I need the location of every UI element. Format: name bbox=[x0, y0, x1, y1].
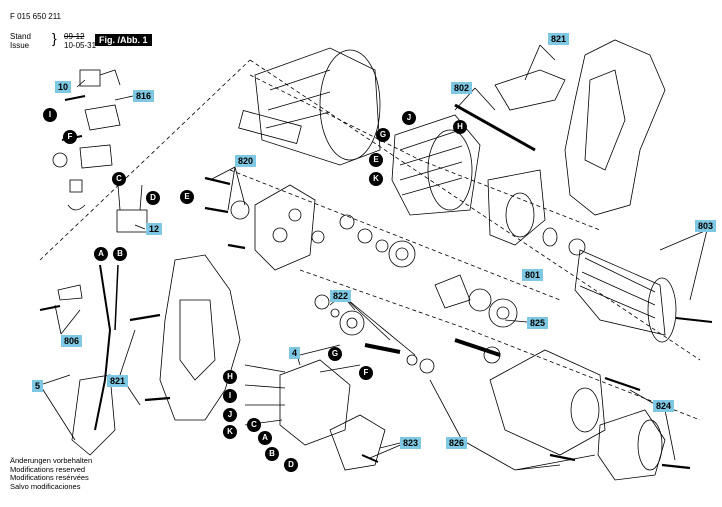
stand-value: 09-12 bbox=[64, 32, 85, 41]
gear-housing-drawing bbox=[489, 349, 641, 462]
marker-c: C bbox=[112, 172, 126, 186]
marker-d-2: D bbox=[284, 458, 298, 472]
marker-c-2: C bbox=[247, 418, 261, 432]
marker-g-2: G bbox=[328, 347, 342, 361]
marker-a-2: A bbox=[258, 431, 272, 445]
tag-802: 802 bbox=[451, 82, 473, 94]
marker-g: G bbox=[376, 128, 390, 142]
marker-i: I bbox=[43, 108, 57, 122]
chuck-drawing bbox=[597, 409, 691, 481]
marker-e-2: E bbox=[369, 153, 383, 167]
tag-803: 803 bbox=[695, 220, 717, 232]
marker-j: J bbox=[402, 111, 416, 125]
armature-drawing bbox=[568, 238, 713, 343]
marker-a: A bbox=[94, 247, 108, 261]
footer-line-es: Salvo modificaciones bbox=[10, 481, 81, 491]
issue-label: Issue bbox=[10, 41, 30, 50]
tag-816: 816 bbox=[133, 90, 155, 102]
tag-806: 806 bbox=[61, 335, 83, 347]
part-number: F 015 650 211 bbox=[10, 12, 62, 21]
tag-824: 824 bbox=[653, 400, 675, 412]
handle-right-drawing bbox=[494, 39, 666, 216]
brace-glyph: } bbox=[52, 30, 57, 46]
issue-value: 10-05-31 bbox=[64, 41, 97, 50]
marker-k-2: K bbox=[223, 425, 237, 439]
tag-820: 820 bbox=[235, 155, 257, 167]
footer-notes: Änderungen vorbehalten Modifications res… bbox=[10, 456, 93, 491]
handle-left-drawing bbox=[129, 254, 241, 421]
tag-821-right: 821 bbox=[548, 33, 570, 45]
footer-line-en: Modifications reserved bbox=[10, 464, 86, 474]
tag-5: 5 bbox=[32, 380, 44, 392]
marker-j-2: J bbox=[223, 408, 237, 422]
marker-e: E bbox=[180, 190, 194, 204]
stand-label: Stand bbox=[10, 32, 31, 41]
marker-k: K bbox=[369, 172, 383, 186]
tag-12: 12 bbox=[146, 223, 163, 235]
tag-822: 822 bbox=[330, 290, 352, 302]
footer-line-fr: Modifications resérvées bbox=[10, 473, 89, 482]
marker-f-2: F bbox=[359, 366, 373, 380]
field-coil-drawing bbox=[391, 114, 481, 216]
footer-line-de: Änderungen vorbehalten bbox=[10, 456, 93, 465]
marker-f: F bbox=[63, 130, 77, 144]
marker-d: D bbox=[146, 191, 160, 205]
tag-10: 10 bbox=[55, 81, 72, 93]
marker-h-2: H bbox=[223, 370, 237, 384]
marker-b-2: B bbox=[265, 447, 279, 461]
tag-4: 4 bbox=[289, 347, 301, 359]
tag-821-left: 821 bbox=[107, 375, 129, 387]
tag-801: 801 bbox=[522, 269, 544, 281]
tag-823: 823 bbox=[400, 437, 422, 449]
marker-i-2: I bbox=[223, 389, 237, 403]
marker-b: B bbox=[113, 247, 127, 261]
tag-826: 826 bbox=[446, 437, 468, 449]
tag-825: 825 bbox=[527, 317, 549, 329]
housing-drawing bbox=[254, 47, 381, 166]
figure-label: Fig. /Abb. 1 bbox=[95, 34, 152, 46]
marker-h: H bbox=[453, 120, 467, 134]
